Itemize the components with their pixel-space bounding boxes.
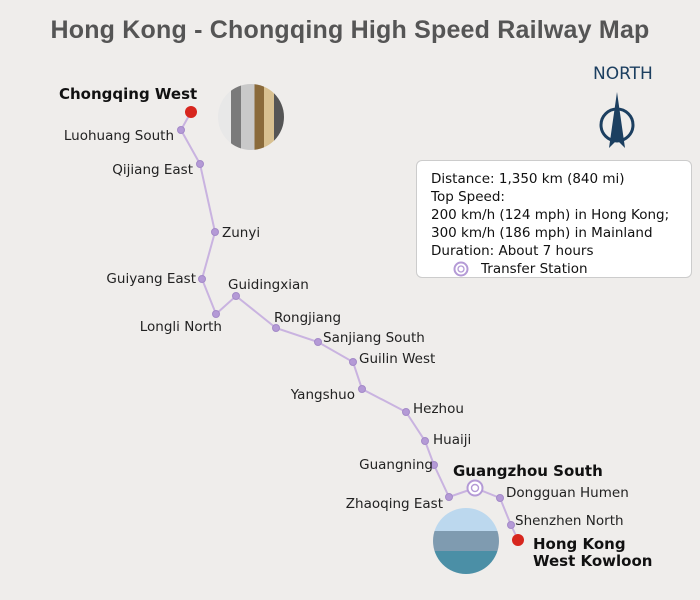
speed-mainland-text: 300 km/h (186 mph) in Mainland (431, 225, 653, 241)
dongguan-humen-label: Dongguan Humen (506, 485, 629, 501)
speed-hk-text: 200 km/h (124 mph) in Hong Kong; (431, 207, 670, 223)
guilin-west-marker[interactable] (349, 358, 357, 366)
distance-text: Distance: 1,350 km (840 mi) (431, 171, 625, 187)
duration-text: Duration: About 7 hours (431, 243, 594, 259)
zhaoqing-east-label: Zhaoqing East (346, 496, 443, 512)
qijiang-east-label: Qijiang East (112, 162, 193, 178)
huaiji-marker[interactable] (421, 437, 429, 445)
zhaoqing-east-marker[interactable] (445, 493, 453, 501)
longli-north-marker[interactable] (212, 310, 220, 318)
rongjiang-label: Rongjiang (274, 310, 341, 326)
hong-kong-marker[interactable] (512, 534, 524, 546)
longli-north-label: Longli North (140, 319, 222, 335)
chongqing-west-marker[interactable] (185, 106, 197, 118)
hezhou-label: Hezhou (413, 401, 464, 417)
zunyi-marker[interactable] (211, 228, 219, 236)
guangzhou-south-marker[interactable] (466, 479, 484, 497)
hong-kong-label: Hong Kong (533, 535, 626, 553)
map-title: Hong Kong - Chongqing High Speed Railway… (50, 16, 650, 44)
luohuang-south-label: Luohuang South (64, 128, 174, 144)
hong-kong-photo (433, 508, 499, 574)
guidingxian-marker[interactable] (232, 292, 240, 300)
sanjiang-south-marker[interactable] (314, 338, 322, 346)
info-box: Distance: 1,350 km (840 mi) Top Speed: 2… (416, 160, 692, 278)
guidingxian-label: Guidingxian (228, 277, 309, 293)
huaiji-label: Huaiji (433, 432, 471, 448)
hong-kong-label-line2: West Kowloon (533, 552, 652, 570)
luohuang-south-marker[interactable] (177, 126, 185, 134)
qijiang-east-marker[interactable] (196, 160, 204, 168)
sanjiang-south-label: Sanjiang South (323, 330, 425, 346)
shenzhen-north-marker[interactable] (507, 521, 515, 529)
guangning-marker[interactable] (430, 461, 438, 469)
top-speed-text: Top Speed: (431, 189, 505, 205)
chongqing-photo (218, 84, 284, 150)
yangshuo-marker[interactable] (358, 385, 366, 393)
yangshuo-label: Yangshuo (290, 387, 355, 403)
legend-transfer: Transfer Station (431, 260, 691, 278)
guangning-label: Guangning (359, 457, 433, 473)
shenzhen-north-label: Shenzhen North (515, 513, 624, 529)
chongqing-west-label: Chongqing West (59, 85, 197, 103)
rongjiang-marker[interactable] (272, 324, 280, 332)
dongguan-humen-marker[interactable] (496, 494, 504, 502)
transfer-icon (453, 261, 469, 277)
hezhou-marker[interactable] (402, 408, 410, 416)
guilin-west-label: Guilin West (359, 351, 435, 367)
guiyang-east-marker[interactable] (198, 275, 206, 283)
north-label: NORTH (593, 64, 653, 84)
guangzhou-south-label: Guangzhou South (453, 462, 603, 480)
legend-transfer-label: Transfer Station (481, 261, 588, 277)
zunyi-label: Zunyi (222, 225, 260, 241)
guiyang-east-label: Guiyang East (106, 271, 196, 287)
